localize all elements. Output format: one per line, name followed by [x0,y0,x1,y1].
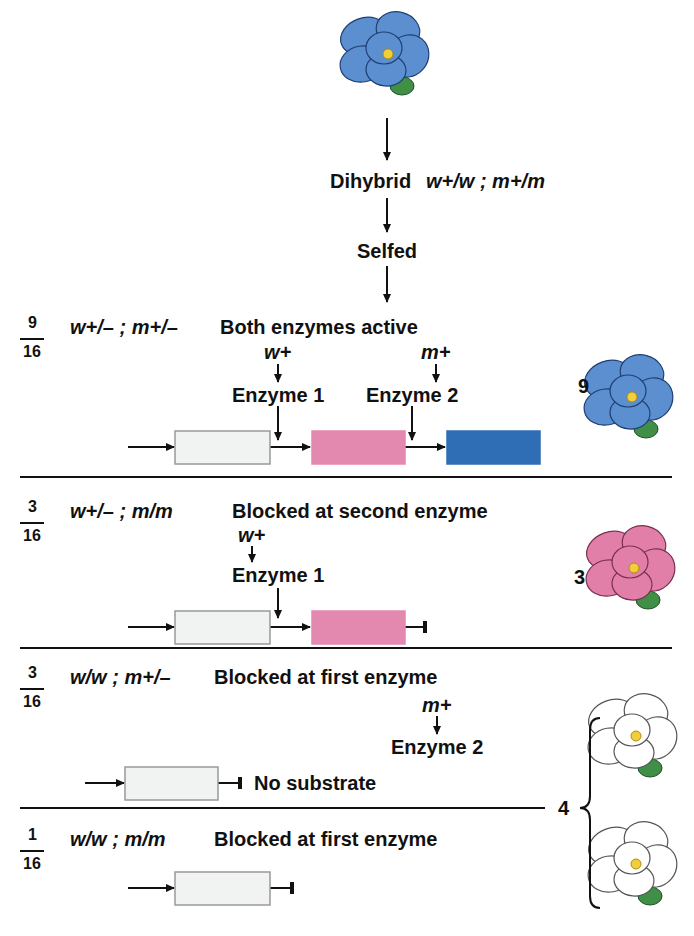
flower-illustration [581,521,683,609]
fraction-bar [20,688,44,690]
brace [580,718,600,908]
blue-pigment-box [447,431,540,464]
fraction-number: 3 [28,664,37,682]
fraction-bar [20,522,44,524]
note-label: No substrate [254,772,376,794]
enzyme-label: Enzyme 1 [232,384,324,406]
separator [20,807,545,809]
substrate-box [175,431,270,464]
note-label: Blocked at first enzyme [214,666,437,688]
substrate-box [125,767,218,800]
genotype-label: w+/– ; m+/– [70,316,178,338]
genotype-label: w/w ; m+/– [70,666,171,688]
substrate-box [175,872,270,905]
flow-arrow [386,266,388,302]
enzyme-label: Enzyme 1 [232,564,324,586]
fraction-number: 16 [23,527,41,545]
gene-label: w+ [238,524,265,546]
fraction-bar [20,338,44,340]
enzyme-label: Enzyme 2 [366,384,458,406]
gene-label: m+ [421,341,450,363]
cross-label: Dihybrid [330,170,411,192]
fraction-number: 1 [28,826,37,844]
fraction-number: 16 [23,343,41,361]
separator [20,476,672,478]
fraction-number: 3 [28,498,37,516]
genotype-label: w+/w ; m+/m [426,170,545,192]
cross-label: Selfed [357,240,417,262]
flower-illustration [583,689,685,777]
flow-arrow [386,198,388,232]
enzyme-label: Enzyme 2 [391,736,483,758]
substrate-box [175,611,270,644]
count-label: 9 [578,375,589,397]
gene-label: m+ [422,694,451,716]
flower-illustration [583,817,685,905]
note-label: Blocked at second enzyme [232,500,488,522]
pink-pigment-box [312,611,405,644]
fraction-number: 16 [23,693,41,711]
fraction-number: 9 [28,314,37,332]
gene-label: w+ [264,341,291,363]
note-label: Blocked at first enzyme [214,828,437,850]
flow-arrow [386,118,388,160]
genotype-label: w+/– ; m/m [70,500,173,522]
pink-pigment-box [312,431,405,464]
count-label: 4 [558,797,569,819]
flower-illustration [335,7,437,95]
fraction-bar [20,850,44,852]
genotype-label: w/w ; m/m [70,828,166,850]
flower-illustration [579,350,681,438]
separator [20,647,672,649]
fraction-number: 16 [23,855,41,873]
note-label: Both enzymes active [220,316,418,338]
count-label: 3 [574,566,585,588]
